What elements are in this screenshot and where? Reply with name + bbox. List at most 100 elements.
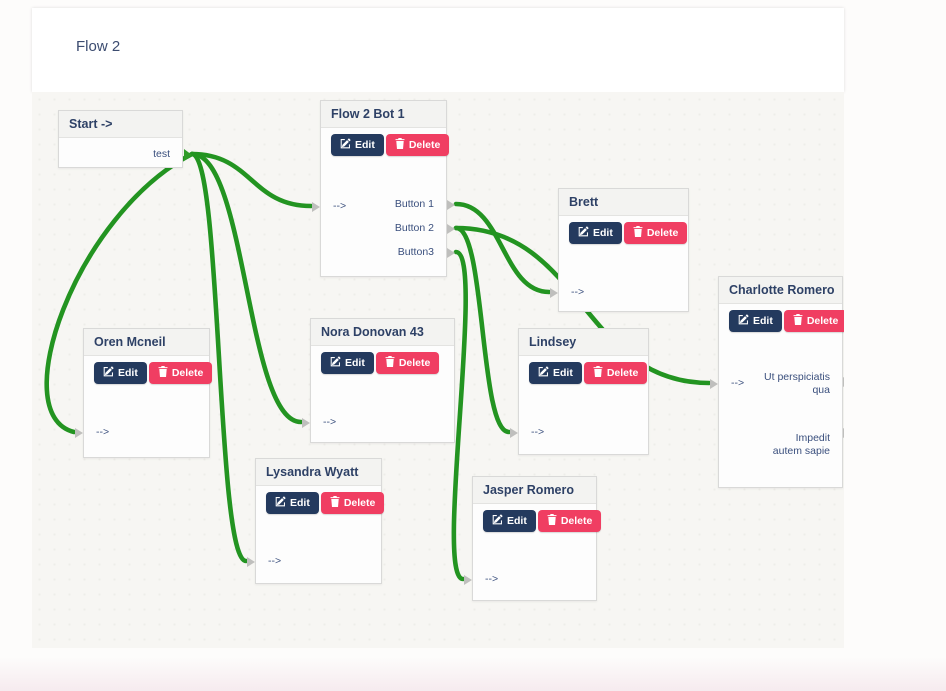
edit-icon <box>538 366 549 380</box>
edit-button-label: Edit <box>593 227 613 239</box>
delete-button-label: Delete <box>606 367 639 379</box>
input-arrow-label: --> <box>485 573 499 585</box>
delete-button-label: Delete <box>343 497 376 509</box>
node-title: Oren Mcneil <box>84 329 209 356</box>
flow-node-start[interactable]: Start ->test <box>58 110 192 168</box>
input-port[interactable] <box>302 418 310 428</box>
delete-button-label: Delete <box>646 227 679 239</box>
edit-button[interactable]: Edit <box>529 362 582 384</box>
connection-start-0-to-oren[interactable] <box>44 151 195 435</box>
edit-icon <box>492 514 503 528</box>
edit-button[interactable]: Edit <box>94 362 147 384</box>
input-arrow-label: --> <box>571 286 585 298</box>
output-port[interactable] <box>447 200 455 210</box>
node-actions: Edit Delete <box>331 134 450 156</box>
edit-button-label: Edit <box>507 515 527 527</box>
output-label: Button 2 <box>394 222 434 234</box>
input-port[interactable] <box>510 428 518 438</box>
output-label: test <box>153 148 170 160</box>
delete-button[interactable]: Delete <box>375 352 440 374</box>
output-port[interactable] <box>184 149 192 161</box>
input-port[interactable] <box>464 575 472 585</box>
input-port[interactable] <box>247 557 255 567</box>
connection-bot1-1-to-lindsey[interactable] <box>453 225 512 435</box>
delete-button-label: Delete <box>560 515 593 527</box>
edit-button[interactable]: Edit <box>321 352 374 374</box>
node-actions: Edit Delete <box>266 492 385 514</box>
output-label: Impedit autem sapie <box>772 432 830 457</box>
input-arrow-label: --> <box>731 377 745 389</box>
trash-icon <box>547 514 557 528</box>
edit-button-label: Edit <box>355 139 375 151</box>
page-title: Flow 2 <box>76 38 121 55</box>
edit-button-label: Edit <box>118 367 138 379</box>
delete-button[interactable]: Delete <box>385 134 450 156</box>
delete-button-label: Delete <box>171 367 204 379</box>
node-actions: Edit Delete <box>529 362 648 384</box>
edit-button[interactable]: Edit <box>729 310 782 332</box>
edit-button[interactable]: Edit <box>569 222 622 244</box>
node-actions: Edit Delete <box>94 362 213 384</box>
edit-button-label: Edit <box>290 497 310 509</box>
edit-icon <box>275 496 286 510</box>
trash-icon <box>158 366 168 380</box>
output-port[interactable] <box>447 248 455 258</box>
connection-bot1-2-to-jasper[interactable] <box>451 249 468 582</box>
node-actions: Edit Delete <box>569 222 688 244</box>
output-label: Ut perspiciatis qua <box>764 371 830 396</box>
connection-start-0-to-nora[interactable] <box>189 151 304 425</box>
node-title: Flow 2 Bot 1 <box>321 101 446 128</box>
node-actions: Edit Delete <box>483 510 602 532</box>
node-title: Lindsey <box>519 329 648 356</box>
edit-button[interactable]: Edit <box>266 492 319 514</box>
input-port[interactable] <box>312 202 320 212</box>
bottom-strip <box>0 657 946 691</box>
trash-icon <box>330 496 340 510</box>
connection-bot1-0-to-brett[interactable] <box>453 201 552 295</box>
edit-icon <box>578 226 589 240</box>
edit-icon <box>330 356 341 370</box>
flow-node-bot1[interactable]: Flow 2 Bot 1 Edit Delete --> Button 1 Button … <box>312 100 455 277</box>
connection-start-0-to-bot1[interactable] <box>189 151 314 209</box>
node-actions: Edit Delete <box>729 310 844 332</box>
input-arrow-label: --> <box>323 416 337 428</box>
edit-icon <box>340 138 351 152</box>
input-port[interactable] <box>75 428 83 438</box>
trash-icon <box>793 314 803 328</box>
output-label: Button3 <box>397 246 434 258</box>
edit-icon <box>738 314 749 328</box>
input-port[interactable] <box>710 379 718 389</box>
edit-button[interactable]: Edit <box>483 510 536 532</box>
input-arrow-label: --> <box>96 426 110 438</box>
edit-button[interactable]: Edit <box>331 134 384 156</box>
output-port[interactable] <box>843 428 844 438</box>
trash-icon <box>395 138 405 152</box>
delete-button[interactable]: Delete <box>320 492 385 514</box>
output-port[interactable] <box>447 224 455 234</box>
delete-button[interactable]: Delete <box>623 222 688 244</box>
input-arrow-label: --> <box>333 200 347 212</box>
delete-button-label: Delete <box>806 315 839 327</box>
trash-icon <box>385 356 395 370</box>
output-label: Button 1 <box>394 198 434 210</box>
input-port[interactable] <box>550 288 558 298</box>
connection-start-0-to-lysandra[interactable] <box>189 151 249 564</box>
delete-button[interactable]: Delete <box>783 310 844 332</box>
edit-button-label: Edit <box>553 367 573 379</box>
delete-button[interactable]: Delete <box>537 510 602 532</box>
input-arrow-label: --> <box>531 426 545 438</box>
edit-icon <box>103 366 114 380</box>
delete-button[interactable]: Delete <box>148 362 213 384</box>
edit-button-label: Edit <box>753 315 773 327</box>
delete-button[interactable]: Delete <box>583 362 648 384</box>
output-port[interactable] <box>843 377 844 387</box>
